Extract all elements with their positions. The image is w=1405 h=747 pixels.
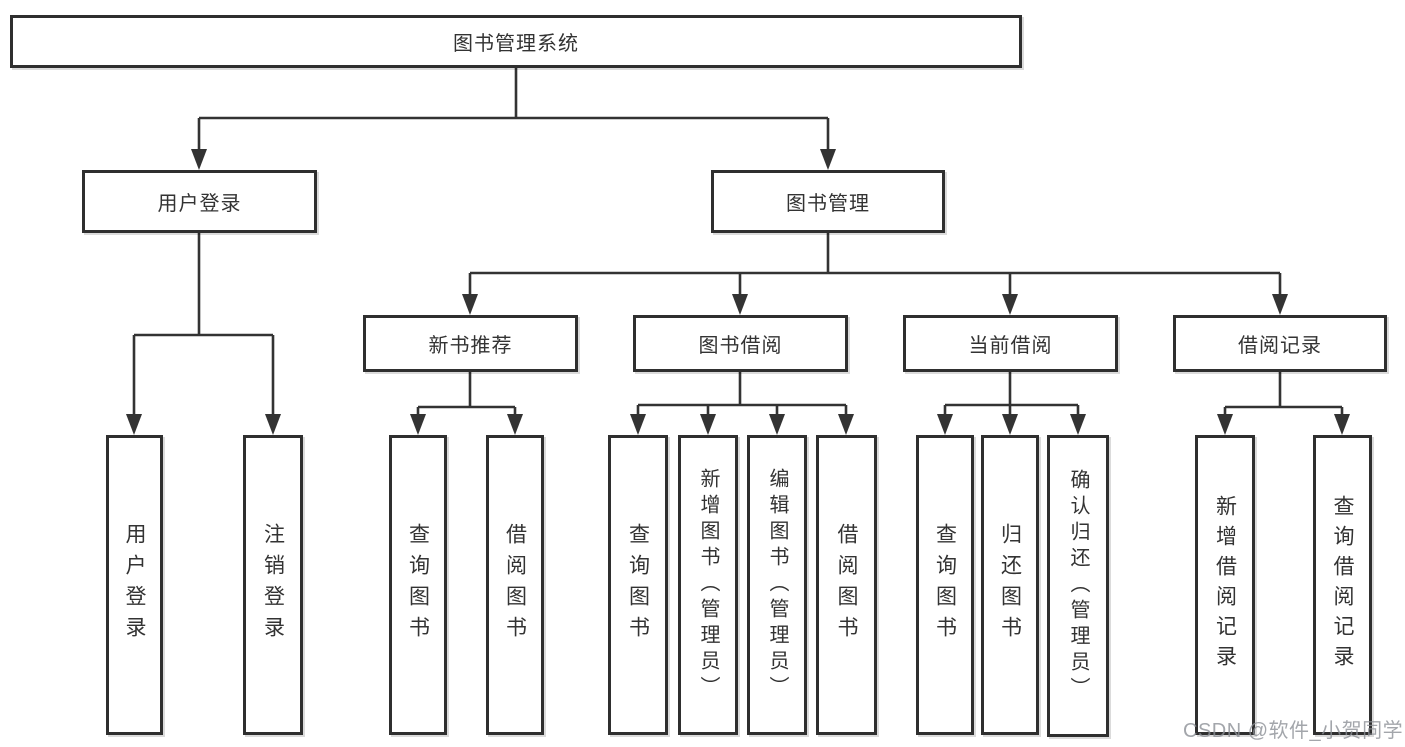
leaf-nbr-borrow-book: 借阅图书 bbox=[486, 435, 544, 735]
node-book-borrow: 图书借阅 bbox=[633, 315, 848, 372]
node-user-login: 用户登录 bbox=[82, 170, 317, 233]
leaf-bb-edit-book-admin: 编辑图书（管理员） bbox=[747, 435, 807, 735]
leaf-br-add-record: 新增借阅记录 bbox=[1195, 435, 1255, 735]
leaf-bb-borrow-book: 借阅图书 bbox=[816, 435, 877, 735]
leaf-user-login: 用户登录 bbox=[106, 435, 163, 735]
node-current-borrow: 当前借阅 bbox=[903, 315, 1118, 372]
leaf-nbr-query-book: 查询图书 bbox=[389, 435, 447, 735]
node-book-management: 图书管理 bbox=[711, 170, 945, 233]
leaf-cb-return-book: 归还图书 bbox=[981, 435, 1039, 735]
node-new-book-recommend: 新书推荐 bbox=[363, 315, 578, 372]
node-borrow-record: 借阅记录 bbox=[1173, 315, 1387, 372]
node-root-system: 图书管理系统 bbox=[10, 15, 1022, 68]
leaf-br-query-record: 查询借阅记录 bbox=[1313, 435, 1372, 735]
leaf-cb-query-book: 查询图书 bbox=[916, 435, 974, 735]
leaf-logout: 注销登录 bbox=[243, 435, 303, 735]
leaf-bb-query-book: 查询图书 bbox=[608, 435, 668, 735]
leaf-bb-add-book-admin: 新增图书（管理员） bbox=[678, 435, 738, 735]
leaf-cb-confirm-return-admin: 确认归还（管理员） bbox=[1047, 435, 1109, 737]
csdn-watermark: CSDN @软件_小贺同学 bbox=[1183, 720, 1404, 742]
